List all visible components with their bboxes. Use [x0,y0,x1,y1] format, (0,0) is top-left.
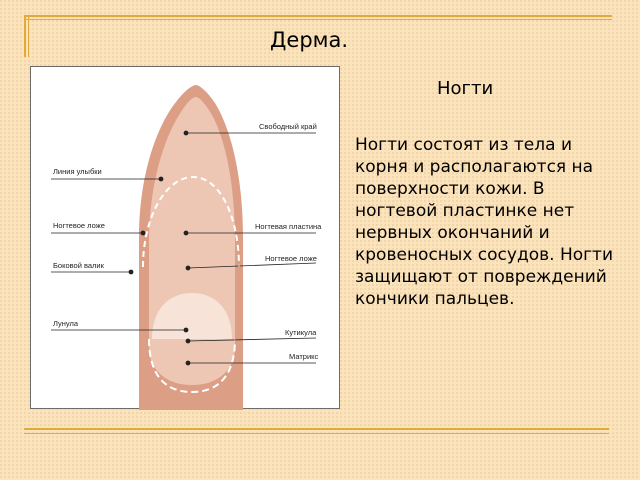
label-hyponychium: Ногтевое ложе [265,254,317,263]
lunula-shape [152,293,232,339]
frame-top-line [24,15,612,17]
label-lunula: Лунула [53,319,79,328]
smile-line-path [142,175,240,268]
label-matrix: Матрикс [289,352,319,361]
label-cuticle: Кутикула [285,328,317,337]
page-title: Дерма. [270,28,349,52]
frame-bottom-line [24,428,609,430]
frame-left-line-2 [28,15,29,57]
label-smile-line: Линия улыбки [53,167,102,176]
label-free-edge: Свободный край [259,122,317,131]
nail-illustration [51,85,317,410]
frame-left-line [24,15,26,57]
frame-top-line-2 [24,19,612,20]
label-nail-plate: Ногтевая пластина [255,222,322,231]
section-description: Ногти состоят из тела и корня и располаг… [355,135,614,309]
label-nail-bed: Ногтевое ложе [53,221,105,230]
section-heading: Ногти [437,78,494,99]
matrix-path [148,338,236,394]
frame-bottom-line-2 [24,433,609,434]
label-side-fold: Боковой валик [53,261,104,270]
nail-diagram: Свободный край Линия улыбки Ногтевое лож… [30,66,340,410]
